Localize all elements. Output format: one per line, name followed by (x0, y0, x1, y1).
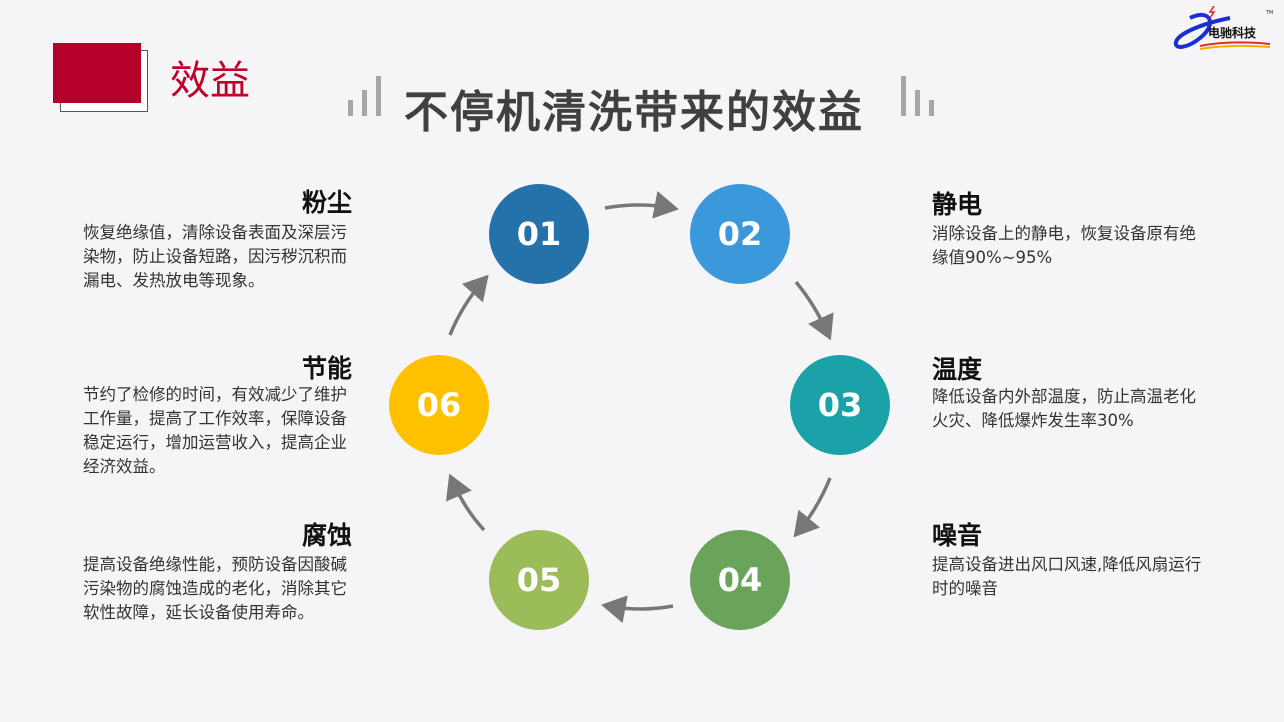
body-energy: 节约了检修的时间，有效减少了维护工作量，提高了工作效率，保障设备稳定运行，增加运… (83, 385, 347, 476)
step-circle-02: 02 (690, 184, 790, 284)
page-title: 不停机清洗带来的效益 (404, 87, 864, 138)
company-logo: 电驰科技 TM (1170, 4, 1278, 56)
heading-energy: 节能 (301, 354, 352, 383)
title-deco-bar (362, 90, 367, 116)
svg-text:TM: TM (1265, 10, 1273, 16)
heading-noise: 噪音 (932, 521, 983, 550)
title-deco-bar (376, 76, 381, 116)
body-temperature: 降低设备内外部温度，防止高温老化火灾、降低爆炸发生率30% (932, 387, 1196, 430)
heading-static: 静电 (932, 190, 983, 219)
section-tag: 效益 (170, 58, 250, 104)
arrow-02-03 (794, 280, 834, 341)
heading-temperature: 温度 (932, 355, 983, 384)
title-deco-bar (901, 76, 906, 116)
body-dust: 恢复绝缘值，清除设备表面及深层污染物，防止设备短路，因污秽沉积而漏电、发热放电等… (83, 223, 347, 290)
arrow-01-02 (604, 191, 679, 219)
arrow-06-01 (448, 274, 489, 336)
body-static: 消除设备上的静电，恢复设备原有绝缘值90%~95% (932, 224, 1196, 267)
step-circle-01: 01 (489, 184, 589, 284)
arrow-03-04 (793, 477, 832, 538)
arrow-05-06 (446, 473, 486, 532)
step-circle-03: 03 (790, 355, 890, 455)
logo-text: 电驰科技 (1208, 25, 1257, 40)
title-deco-bar (348, 100, 353, 116)
body-corrosion: 提高设备绝缘性能，预防设备因酸碱污染物的腐蚀造成的老化，消除其它软性故障，延长设… (83, 555, 347, 622)
tag-square (53, 43, 141, 103)
step-circle-06: 06 (389, 355, 489, 455)
title-deco-bar (915, 90, 920, 116)
heading-corrosion: 腐蚀 (301, 521, 352, 550)
heading-dust: 粉尘 (301, 188, 352, 217)
step-circle-04: 04 (690, 530, 790, 630)
arrow-04-05 (601, 595, 674, 623)
title-deco-bar (929, 100, 934, 116)
body-noise: 提高设备进出风口风速,降低风扇运行时的噪音 (932, 555, 1202, 598)
step-circle-05: 05 (489, 530, 589, 630)
